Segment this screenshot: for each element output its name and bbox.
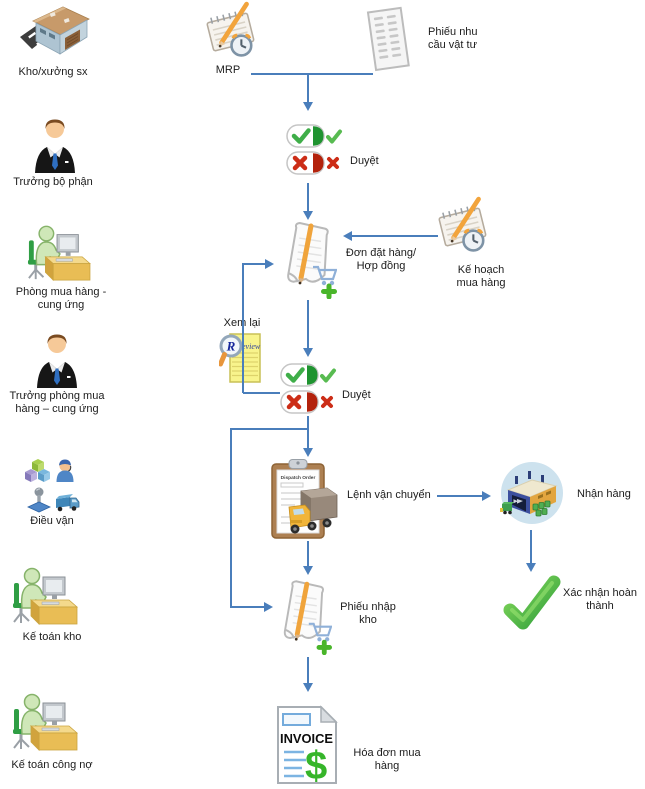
clerk-at-desk-icon <box>13 693 79 751</box>
role-truong-phong-mua-hang <box>34 331 80 388</box>
flow-node-ke-hoach-mua-hang <box>437 196 489 253</box>
clerk-at-desk-icon <box>27 225 92 282</box>
connector-mrp-to-sheet <box>251 73 373 75</box>
connector-order-to-duyet2 <box>307 300 309 348</box>
connector-to-dispatch <box>307 430 309 449</box>
flow-node-xac-nhan-hoan-thanh <box>500 573 562 635</box>
clerk-at-desk-icon <box>13 567 79 625</box>
purchase-order-icon <box>287 222 337 299</box>
role-phong-mua-hang <box>24 221 92 283</box>
flow-node-duyet-2 <box>280 363 338 415</box>
logistics-dispatch-icon <box>25 459 80 513</box>
role-truong-bo-phan <box>32 116 78 173</box>
flow-label-duyet-2: Duyệt <box>342 389 371 401</box>
connector-receipt-note-to-invoice <box>307 657 309 684</box>
connector-duyet1-to-order <box>307 183 309 211</box>
arrowhead-review-to-order <box>265 259 274 269</box>
flow-node-lenh-van-chuyen: Dispatch Order <box>265 457 345 541</box>
flow-label-don-dat-hang: Đơn đặt hàng/ Hợp đồng <box>345 247 417 273</box>
role-ke-toan-cong-no <box>9 689 79 753</box>
connector-dispatch-to-receipt-note <box>307 541 309 568</box>
receive-goods-warehouse-icon <box>500 462 563 524</box>
manager-icon <box>35 119 75 173</box>
connector-branch-to-receipt-note <box>230 606 264 608</box>
arrowhead-to-receipt-note <box>303 566 313 575</box>
arrowhead-to-invoice <box>303 683 313 692</box>
role-label-truong-phong-mua-hang: Trưởng phòng mua hàng – cung ứng <box>9 390 105 416</box>
role-label-dieu-van: Điều vận <box>30 515 74 527</box>
arrowhead-to-dispatch <box>303 448 313 457</box>
flow-label-ke-hoach-mua-hang: Kế hoạch mua hàng <box>456 264 506 290</box>
arrowhead-branch-to-receipt-note <box>264 602 273 612</box>
connector-dispatch-to-receive <box>437 495 482 497</box>
approve-reject-icon <box>286 124 342 175</box>
review-r-text: R <box>226 339 236 354</box>
connector-review-loop-vertical <box>242 263 244 393</box>
flow-node-phieu-nhap-kho <box>274 579 332 655</box>
review-icon: eview R <box>219 333 261 383</box>
connector-receive-to-confirm <box>530 530 532 564</box>
role-label-ke-toan-cong-no: Kế toán công nợ <box>11 759 93 771</box>
role-ke-toan-kho <box>9 563 79 627</box>
flow-label-xac-nhan-hoan-thanh: Xác nhận hoàn thành <box>562 587 637 613</box>
approve-reject-icon <box>280 363 336 414</box>
flow-node-hoa-don-mua-hang: INVOICE $ <box>276 705 338 785</box>
notepad-clock-icon <box>438 196 487 252</box>
notepad-clock-icon <box>206 1 255 57</box>
role-kho-xuong-sx <box>20 4 92 62</box>
flow-label-phieu-nhap-kho: Phiếu nhập kho <box>340 601 396 627</box>
connector-branch-horizontal <box>230 428 309 430</box>
arrowhead-to-order-left <box>343 231 352 241</box>
flow-label-phieu-nhu-cau-vat-tu: Phiếu nhu cầu vật tư <box>428 26 478 52</box>
role-dieu-van <box>23 456 81 514</box>
role-label-ke-toan-kho: Kế toán kho <box>22 631 82 643</box>
arrowhead-to-confirm <box>526 563 536 572</box>
connector-duyet2-to-review <box>243 392 280 394</box>
connector-branch-vertical <box>230 428 232 608</box>
flow-node-nhan-hang <box>500 460 564 528</box>
dispatch-order-truck-icon: Dispatch Order <box>271 459 338 539</box>
role-label-kho-xuong-sx: Kho/xưởng sx <box>18 66 88 78</box>
flow-node-mrp <box>205 1 257 58</box>
arrowhead-to-receive <box>482 491 491 501</box>
connector-duyet2-down <box>307 416 309 429</box>
role-label-phong-mua-hang: Phòng mua hàng - cung ứng <box>15 286 107 312</box>
flow-node-duyet-1 <box>286 124 344 176</box>
arrowhead-to-duyet2 <box>303 348 313 357</box>
green-check-icon <box>503 575 561 630</box>
connector-kehoach-to-order <box>352 235 438 237</box>
invoice-title-text: INVOICE <box>280 731 333 746</box>
arrowhead-to-order <box>303 211 313 220</box>
invoice-dollar-text: $ <box>305 744 327 785</box>
flow-label-hoa-don-mua-hang: Hóa đơn mua hàng <box>353 747 421 773</box>
review-word-text: eview <box>242 342 261 351</box>
flow-label-mrp: MRP <box>215 64 241 76</box>
manager-icon <box>37 334 77 388</box>
flow-node-don-dat-hang <box>277 221 337 299</box>
goods-receipt-note-icon <box>283 580 332 655</box>
flow-node-phieu-nhu-cau-vat-tu <box>365 4 411 76</box>
flow-node-xem-lai: eview R <box>219 331 263 385</box>
invoice-icon: INVOICE $ <box>277 705 338 785</box>
material-request-sheet-icon <box>366 6 410 72</box>
dispatch-order-title-text: Dispatch Order <box>281 475 316 481</box>
connector-review-loop-top <box>243 263 265 265</box>
flow-label-lenh-van-chuyen: Lệnh vận chuyển <box>347 489 431 501</box>
flow-label-duyet-1: Duyệt <box>350 155 379 167</box>
arrowhead-to-duyet1 <box>303 102 313 111</box>
role-label-truong-bo-phan: Trưởng bộ phận <box>13 176 93 188</box>
connector-down-to-duyet1 <box>307 75 309 103</box>
flow-label-nhan-hang: Nhận hàng <box>577 488 631 500</box>
warehouse-icon <box>20 6 90 55</box>
